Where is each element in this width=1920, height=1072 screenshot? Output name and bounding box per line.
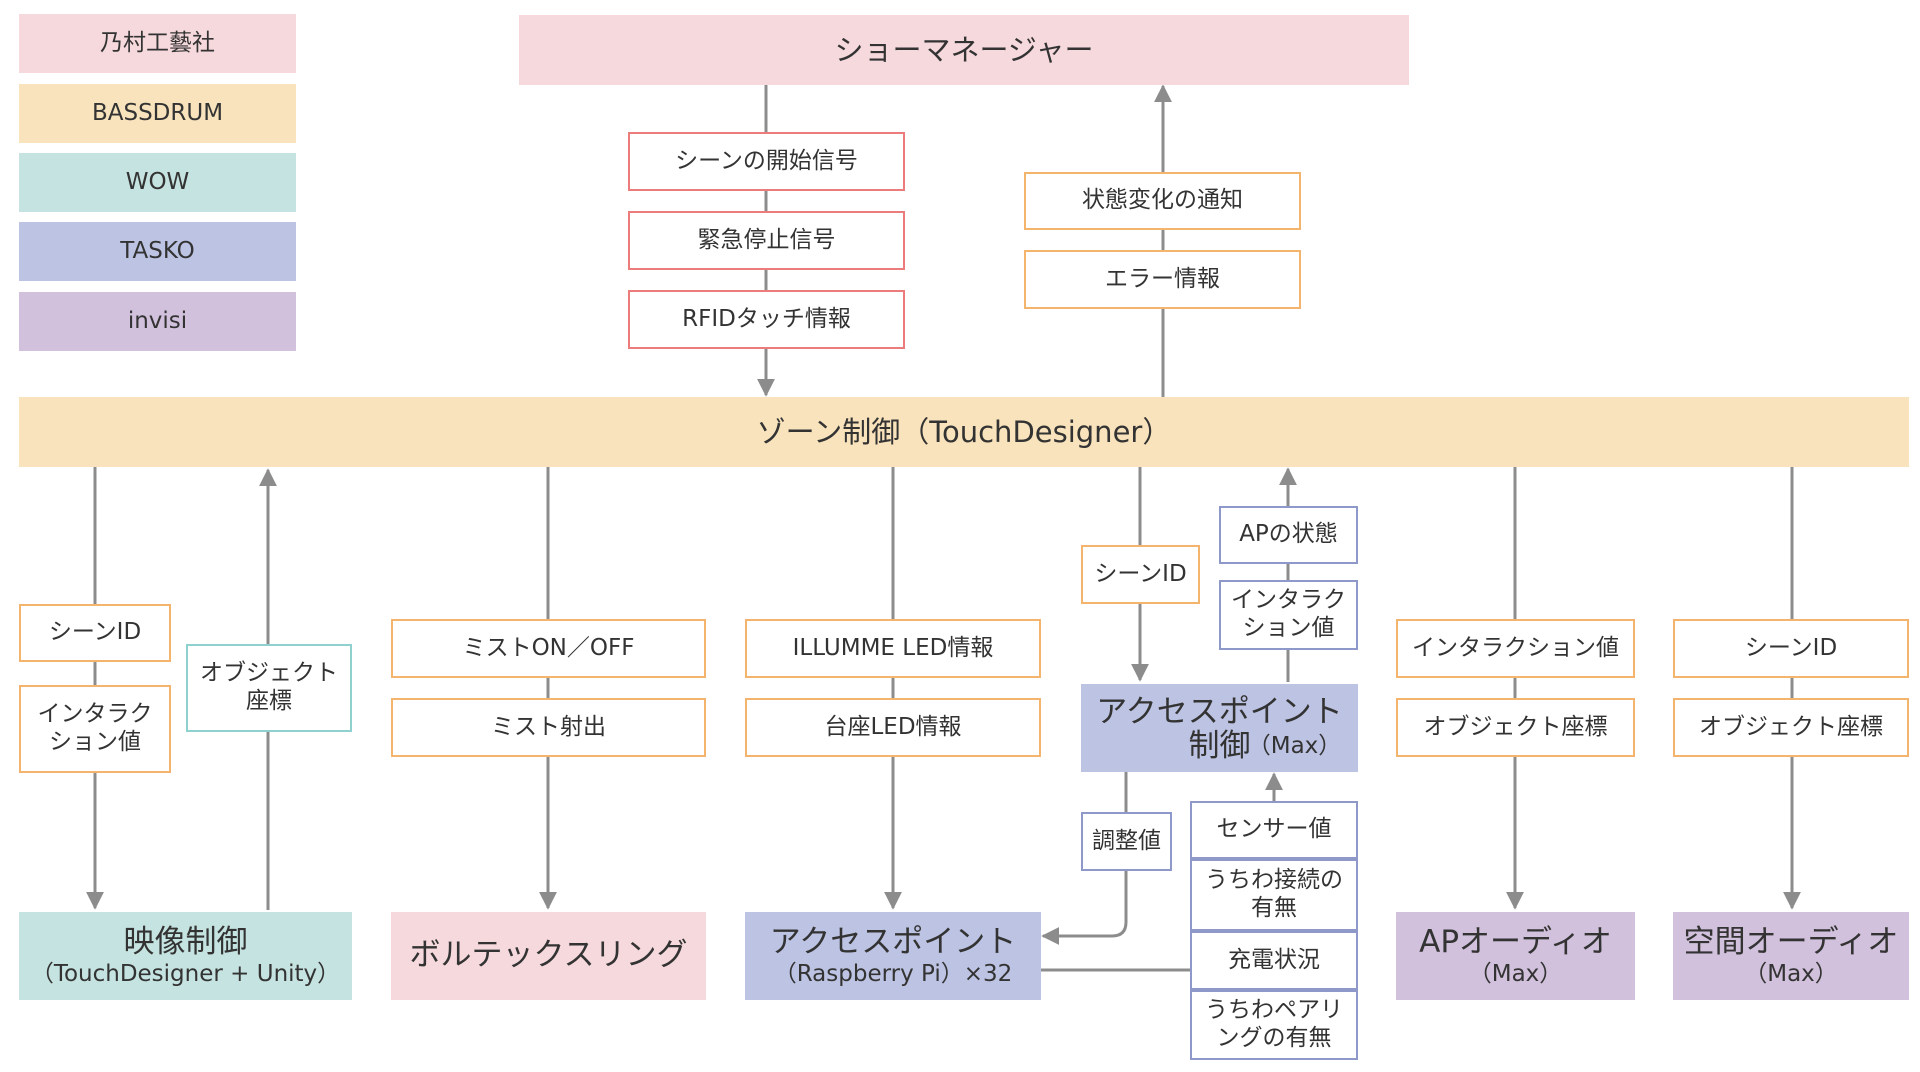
- label-ap-state: APの状態: [1219, 506, 1358, 564]
- node-title: ボルテックスリング: [409, 937, 688, 974]
- node-subtitle: （Max）: [1744, 960, 1838, 987]
- node-subtitle: （Max）: [1247, 733, 1342, 760]
- label-mist-onoff: ミストON／OFF: [391, 619, 706, 678]
- label-sa-object-coord: オブジェクト座標: [1673, 698, 1909, 757]
- legend-item-tasko: TASKO: [19, 222, 296, 281]
- node-title: APオーディオ: [1419, 923, 1612, 960]
- ap-control-node: アクセスポイント 制御 （Max）: [1081, 684, 1358, 772]
- show-manager-label: ショーマネージャー: [834, 32, 1094, 67]
- legend-item-wow: WOW: [19, 153, 296, 212]
- legend-label: 乃村工藝社: [100, 29, 215, 56]
- zone-control-node: ゾーン制御（TouchDesigner）: [19, 397, 1909, 467]
- label-illumme-led: ILLUMME LED情報: [745, 619, 1041, 678]
- access-point-rpi-node: アクセスポイント （Raspberry Pi）×32: [745, 912, 1041, 1000]
- label-mist-spray: ミスト射出: [391, 698, 706, 757]
- label-base-led: 台座LED情報: [745, 698, 1041, 757]
- legend-label: TASKO: [120, 237, 195, 264]
- label-sa-scene-id: シーンID: [1673, 619, 1909, 678]
- label-ap-scene-id: シーンID: [1081, 545, 1200, 604]
- legend-label: BASSDRUM: [91, 99, 224, 126]
- ap-audio-node: APオーディオ （Max）: [1396, 912, 1635, 1000]
- label-video-object-coord: オブジェクト 座標: [186, 644, 352, 732]
- legend-item-invisi: invisi: [19, 292, 296, 351]
- node-subtitle: （Max）: [1468, 960, 1563, 987]
- show-manager-node: ショーマネージャー: [519, 15, 1409, 85]
- legend-label: invisi: [127, 307, 188, 334]
- node-title: アクセスポイント: [769, 923, 1017, 960]
- legend-label: WOW: [125, 168, 190, 195]
- arrow-ap-ctrl-to-ap-rpi: [1041, 772, 1128, 945]
- node-title: 映像制御: [123, 923, 248, 960]
- label-fan-connected: うちわ接続の 有無: [1190, 859, 1358, 931]
- label-charge-status: 充電状況: [1190, 931, 1358, 990]
- label-scene-start: シーンの開始信号: [628, 132, 905, 191]
- label-error-info: エラー情報: [1024, 250, 1301, 309]
- label-fan-paired: うちわペアリ ングの有無: [1190, 990, 1358, 1060]
- node-subtitle: （Raspberry Pi）×32: [773, 960, 1013, 987]
- label-video-scene-id: シーンID: [19, 604, 171, 662]
- node-subtitle: （TouchDesigner + Unity）: [30, 960, 341, 987]
- label-emergency-stop: 緊急停止信号: [628, 211, 905, 270]
- legend-item-nomura: 乃村工藝社: [19, 14, 296, 73]
- label-rfid-touch: RFIDタッチ情報: [628, 290, 905, 349]
- label-adjust-value: 調整値: [1081, 812, 1172, 871]
- legend-item-bassdrum: BASSDRUM: [19, 84, 296, 143]
- node-title: 空間オーディオ: [1683, 923, 1899, 960]
- vortex-ring-node: ボルテックスリング: [391, 912, 706, 1000]
- label-state-change: 状態変化の通知: [1024, 172, 1301, 230]
- zone-control-label: ゾーン制御（TouchDesigner）: [756, 414, 1172, 449]
- label-sensor-value: センサー値: [1190, 801, 1358, 859]
- node-title: アクセスポイント 制御: [1096, 694, 1343, 765]
- label-apa-interaction: インタラクション値: [1396, 619, 1635, 678]
- video-control-node: 映像制御 （TouchDesigner + Unity）: [19, 912, 352, 1000]
- spatial-audio-node: 空間オーディオ （Max）: [1673, 912, 1909, 1000]
- label-video-interaction: インタラク ション値: [19, 685, 171, 773]
- label-ap-interaction: インタラク ション値: [1219, 580, 1358, 650]
- label-apa-object-coord: オブジェクト座標: [1396, 698, 1635, 757]
